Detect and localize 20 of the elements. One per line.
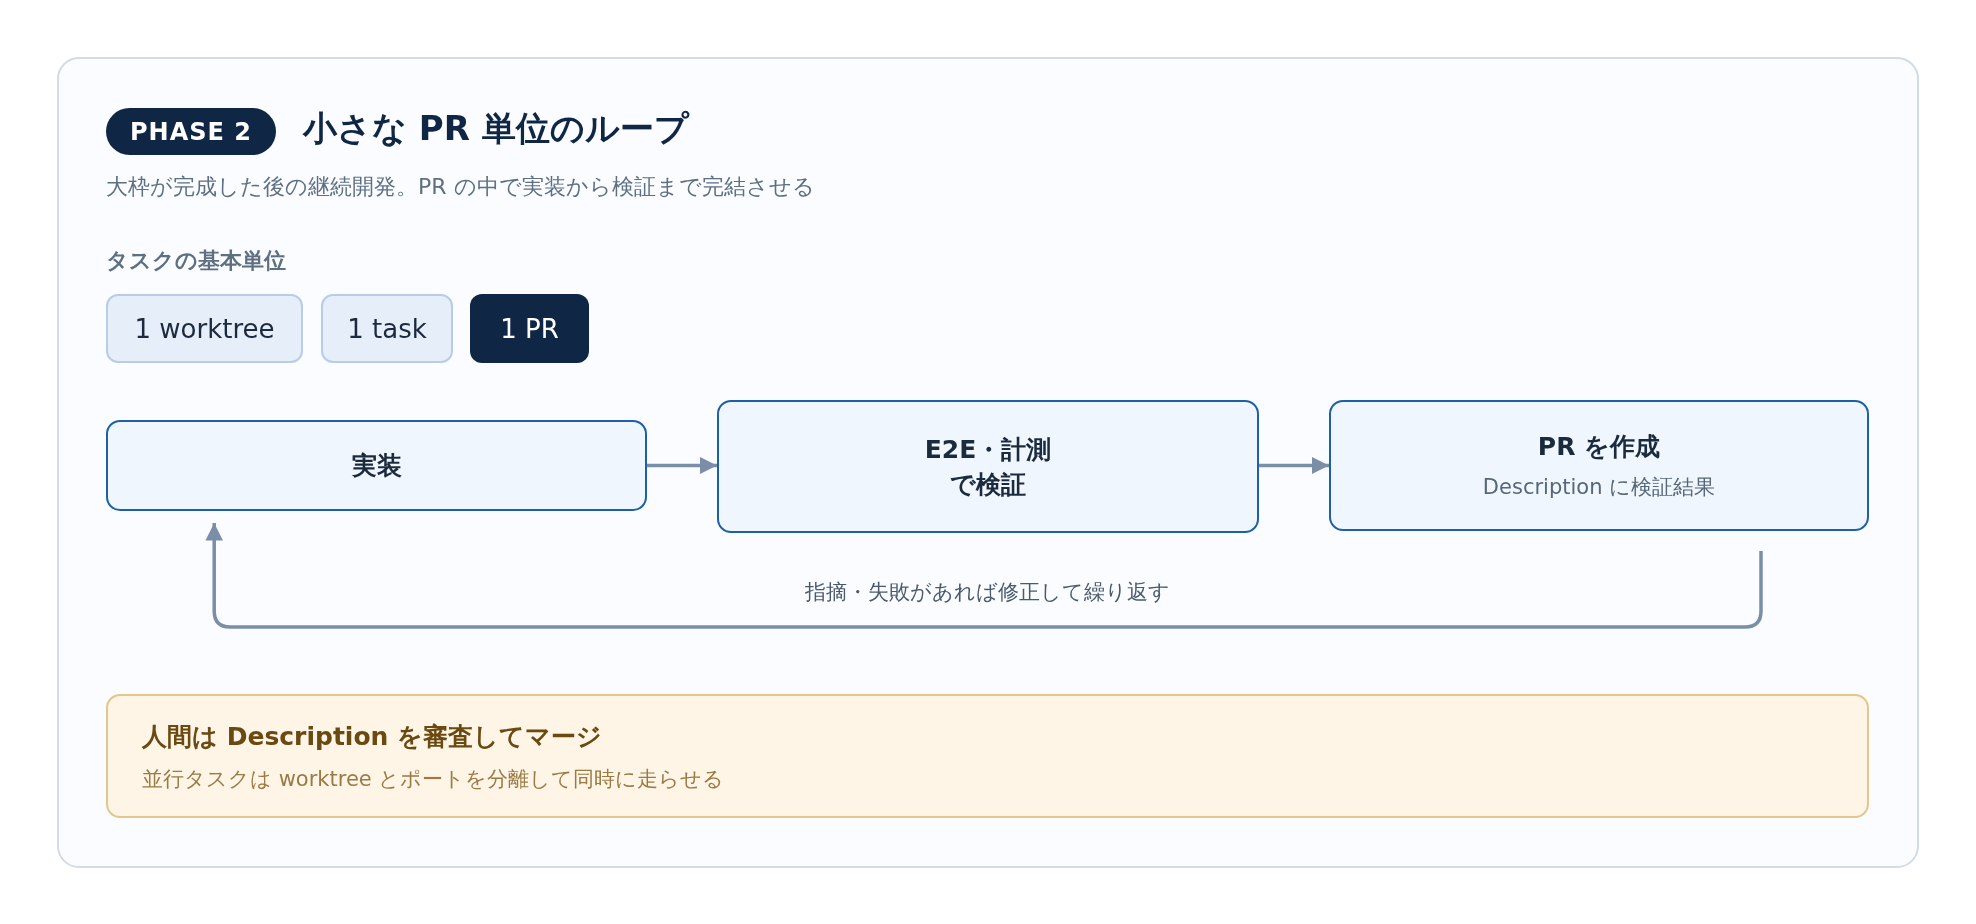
node-title: 実装 xyxy=(351,450,402,482)
task-chip: 1 task xyxy=(321,294,453,363)
arrow xyxy=(1259,456,1329,475)
node-subtitle: Description に検証結果 xyxy=(1482,474,1716,501)
task-chip: 1 worktree xyxy=(106,294,303,363)
process-box xyxy=(1329,400,1869,531)
process-box xyxy=(717,400,1259,533)
note-box xyxy=(106,694,1869,818)
title: 小さな PR 単位のループ xyxy=(303,107,689,150)
phase-badge: PHASE 2 xyxy=(106,108,276,155)
node-title: PR を作成 xyxy=(1537,431,1661,463)
task-chip: 1 PR xyxy=(470,294,589,363)
subtitle: 大枠が完成した後の継続開発。PR の中で実装から検証まで完結させる xyxy=(106,173,815,201)
node-subtitle: 並行タスクは worktree とポートを分離して同時に走らせる xyxy=(142,765,725,793)
node-title: 人間は Description を審査してマージ xyxy=(142,720,603,753)
arrow xyxy=(205,523,1763,629)
process-box xyxy=(106,420,647,511)
node-title: E2E・計測で検証 xyxy=(923,433,1053,501)
section-heading: タスクの基本単位 xyxy=(106,247,286,275)
arrow xyxy=(647,456,717,475)
